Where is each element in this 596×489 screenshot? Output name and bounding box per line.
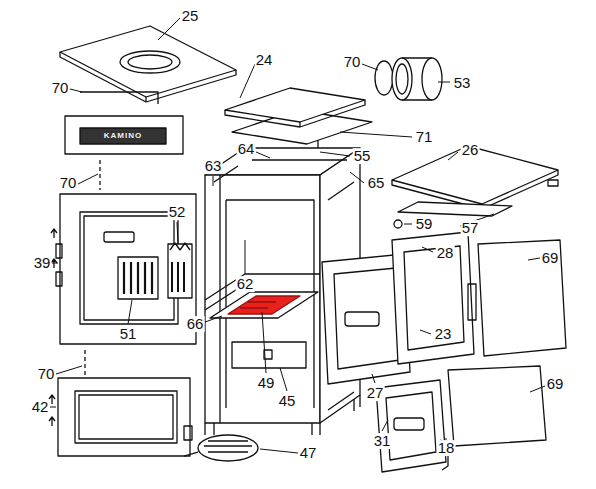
callout-number: 71: [415, 129, 434, 145]
callout-number: 70: [51, 80, 70, 96]
callout-number: 39: [33, 255, 52, 271]
callout-number: 27: [366, 385, 385, 401]
callout-number: 28: [436, 245, 455, 261]
callout-number: 70: [37, 366, 56, 382]
callout-number: 66: [186, 316, 205, 332]
brand-text: KAMINO: [103, 132, 143, 140]
ash-door: [376, 380, 448, 472]
top-plate: [60, 26, 236, 102]
callout-number: 24: [255, 52, 274, 68]
air-grille: [168, 243, 192, 298]
callout-number: 18: [437, 440, 456, 456]
callout-number: 47: [299, 445, 318, 461]
callout-number: 53: [453, 75, 472, 91]
lower-door: [49, 378, 192, 456]
round-grate: [184, 435, 258, 461]
callout-number: 59: [415, 216, 434, 232]
callout-number: 45: [278, 393, 297, 409]
door-glass: [478, 240, 566, 356]
gasket: [80, 92, 158, 104]
door-glass: [448, 366, 546, 446]
callout-number: 57: [461, 220, 480, 236]
callout-number: 31: [373, 433, 392, 449]
callout-number: 42: [31, 399, 50, 415]
gasket: [84, 350, 85, 376]
callout-number: 63: [204, 158, 223, 174]
callout-number: 52: [168, 204, 187, 220]
callout-number: 69: [546, 376, 565, 392]
gasket: [99, 160, 100, 190]
callout-number: 25: [181, 8, 200, 24]
upper-door: [51, 194, 196, 344]
door-frame: [392, 232, 476, 364]
callout-number: 49: [257, 375, 276, 391]
callout-number: 65: [367, 175, 386, 191]
callout-number: 62: [236, 276, 255, 292]
leader-lines: [50, 18, 545, 453]
callout-number: 23: [434, 326, 453, 342]
callout-number: 70: [343, 54, 362, 70]
callout-number: 69: [541, 250, 560, 266]
flue-collar: [375, 58, 442, 100]
callout-number: 51: [119, 326, 138, 342]
front-panel: [65, 116, 183, 154]
callout-number: 70: [59, 175, 78, 191]
callout-number: 64: [237, 141, 256, 157]
callout-number: 26: [461, 142, 480, 158]
callout-number: 55: [353, 148, 372, 164]
